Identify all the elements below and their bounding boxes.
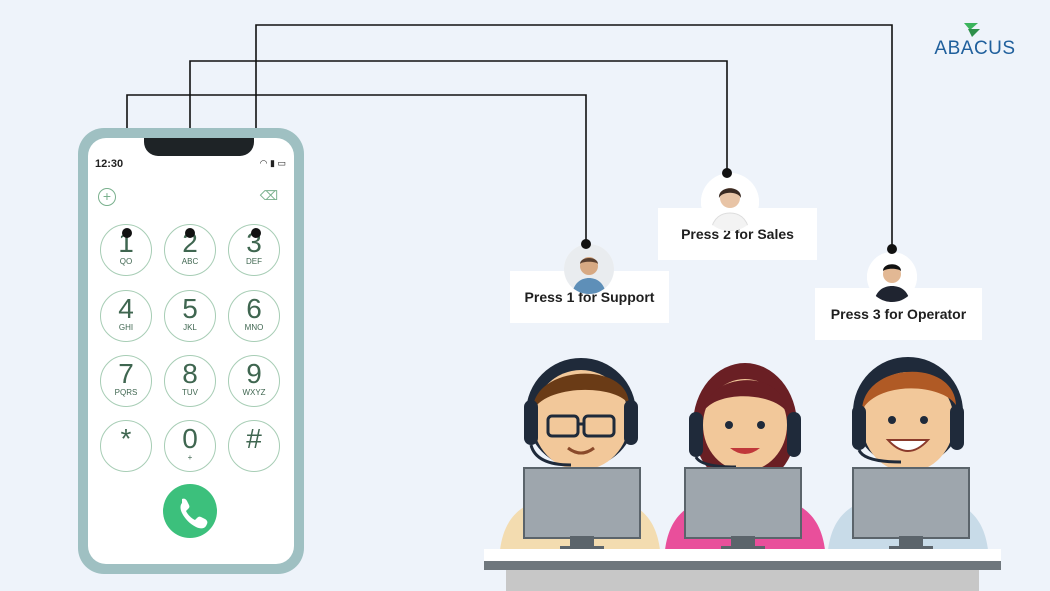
operator-agent-avatar	[867, 252, 917, 302]
brand-name: ABACUS	[934, 38, 1016, 59]
key-3-dot	[251, 228, 261, 238]
key-0[interactable]: 0+	[164, 420, 216, 472]
abacus-logo: ABACUS	[920, 20, 1030, 65]
logo-mark-icon	[964, 23, 980, 37]
phone-handset-icon	[180, 498, 208, 529]
wifi-icon: ◠	[259, 158, 268, 168]
backspace-icon[interactable]: ⌫	[259, 188, 279, 203]
signal-icon: ▮	[270, 158, 275, 168]
add-contact-icon[interactable]: +	[98, 188, 116, 206]
sales-agent-avatar	[701, 173, 759, 231]
monitor-2	[684, 467, 802, 550]
monitor-3	[852, 467, 970, 550]
status-icons: ◠ ▮ ▭	[260, 158, 286, 169]
support-dot	[581, 239, 591, 249]
key-hash[interactable]: #	[228, 420, 280, 472]
battery-icon: ▭	[277, 158, 286, 168]
sales-dot	[722, 168, 732, 178]
key-star[interactable]: *	[100, 420, 152, 472]
desk	[484, 549, 1001, 591]
operator-dot	[887, 244, 897, 254]
status-time: 12:30	[95, 158, 124, 170]
monitor-1	[523, 467, 641, 550]
key-1-dot	[122, 228, 132, 238]
key-2-dot	[185, 228, 195, 238]
call-button[interactable]	[163, 484, 217, 538]
support-agent-avatar	[564, 244, 614, 294]
phone-notch	[144, 138, 254, 156]
